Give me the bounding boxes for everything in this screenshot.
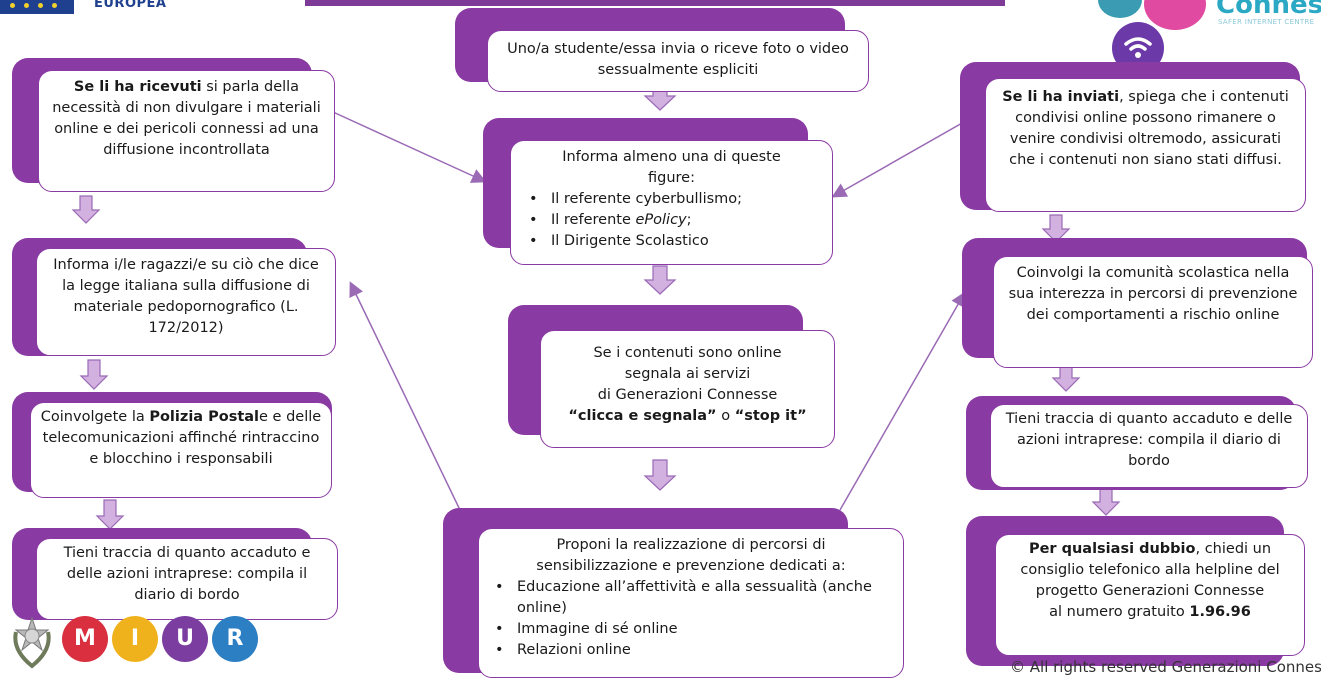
list-item: Immagine di sé online (485, 619, 897, 640)
top-bar (305, 0, 1005, 6)
arrow-center-to-left (349, 281, 461, 511)
diary-text: Tieni traccia di quanto accaduto e delle… (63, 545, 311, 603)
report-line: Se i contenuti sono online (593, 345, 782, 361)
clicca-e-segnala-link[interactable]: “clicca e segnala” (568, 408, 717, 424)
center-box-prevention: Proponi la realizzazione di percorsi di … (478, 528, 904, 678)
polizia-postale-bold: Polizia Postal (149, 409, 260, 425)
report-line: di Generazioni Connesse (597, 387, 778, 403)
copyright-text: © All rights reserved Generazioni Connes… (1010, 658, 1321, 676)
center-box-report: Se i contenuti sono online segnala ai se… (540, 330, 835, 448)
law-text: Informa i/le ragazzi/e su ciò che dice l… (53, 257, 319, 336)
eu-label: EUROPEA (94, 0, 167, 11)
down-arrow (643, 265, 677, 295)
list-item: Il Dirigente Scolastico (519, 231, 824, 252)
right-box-sent: Se li ha inviati, spiega che i contenuti… (985, 78, 1306, 212)
right-box-diary: Tieni traccia di quanto accaduto e delle… (990, 404, 1308, 488)
sent-bold: Se li ha inviati (1002, 89, 1120, 105)
eu-flag-icon (0, 0, 74, 14)
left-box-received: Se li ha ricevuti si parla della necessi… (38, 70, 335, 192)
list-item: Il referente cyberbullismo; (519, 189, 824, 210)
center-box-event-text: Uno/a studente/essa invia o riceve foto … (507, 41, 849, 78)
miur-letter: M (62, 616, 108, 662)
arrow-right-to-center (831, 109, 986, 198)
list-item: Relazioni online (485, 640, 897, 661)
helpline-number: al numero gratuito 1.96.96 (1049, 604, 1251, 620)
helpline-bold: Per qualsiasi dubbio (1028, 541, 1196, 557)
stop-it-link[interactable]: “stop it” (734, 408, 807, 424)
received-bold: Se li ha ricevuti (73, 79, 202, 95)
report-line: segnala ai servizi (624, 366, 751, 382)
arrow-center-to-right (839, 291, 966, 511)
list-item: Educazione all’affettività e alla sessua… (485, 577, 897, 619)
sent-text: , spiega che i contenuti condivisi onlin… (1009, 89, 1289, 168)
report-links: “clicca e segnala” o “stop it” (568, 408, 807, 424)
left-box-diary: Tieni traccia di quanto accaduto e delle… (36, 538, 338, 620)
down-arrow (95, 499, 125, 530)
down-arrow (79, 359, 109, 390)
miur-letter: U (162, 616, 208, 662)
right-box-helpline: Per qualsiasi dubbio, chiedi un consigli… (995, 534, 1305, 656)
right-box-community: Coinvolgi la comunità scolastica nella s… (993, 256, 1313, 368)
received-text: si parla della necessità di non divulgar… (52, 79, 321, 158)
center-box-event: Uno/a studente/essa invia o riceve foto … (487, 30, 869, 92)
miur-letter: R (212, 616, 258, 662)
list-item: Il referente ePolicy; (519, 210, 824, 231)
brand-sub: SAFER INTERNET CENTRE (1218, 18, 1315, 26)
down-arrow (71, 195, 101, 224)
helpline-text: , chiedi un consiglio telefonico alla he… (1020, 541, 1280, 599)
down-arrow (643, 459, 677, 491)
diary-text: Tieni traccia di quanto accaduto e delle… (1005, 411, 1293, 469)
left-box-police: Coinvolgete la Polizia Postale e delle t… (30, 402, 332, 498)
prevention-intro: Proponi la realizzazione di percorsi di … (536, 537, 846, 574)
down-arrow (1041, 214, 1071, 243)
community-text: Coinvolgi la comunità scolastica nella s… (1008, 265, 1298, 323)
wifi-icon (1124, 37, 1152, 58)
left-box-law: Informa i/le ragazzi/e su ciò che dice l… (36, 248, 336, 356)
italian-emblem-icon (13, 616, 51, 669)
miur-letter: I (112, 616, 158, 662)
center-box-inform-intro: Informa almeno una di queste figure: (562, 149, 781, 186)
brand-name: Connesse (1216, 0, 1321, 20)
arrow-left-to-center (332, 111, 487, 183)
center-box-inform: Informa almeno una di queste figure: Il … (510, 140, 833, 265)
